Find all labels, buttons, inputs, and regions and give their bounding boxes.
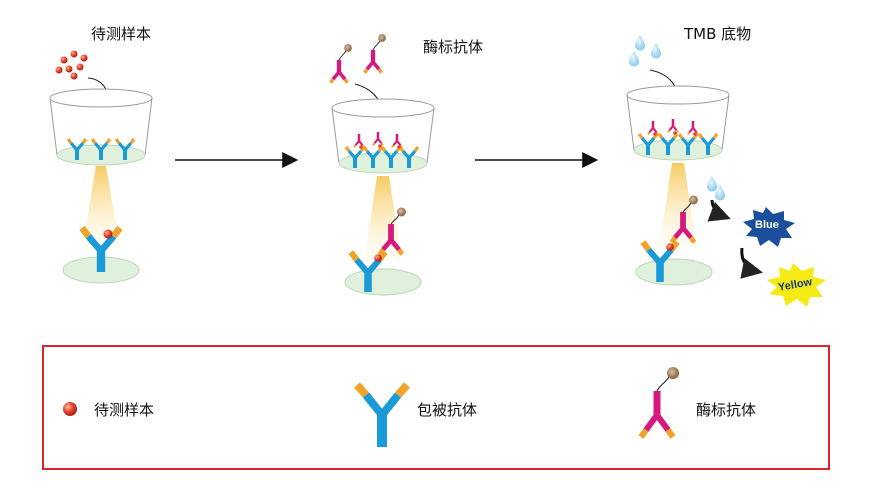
step3-label: TMB 底物 <box>684 25 752 43</box>
reaction-arrow-2 <box>740 247 763 279</box>
legend-label-sample: 待测样本 <box>94 401 155 419</box>
blue-burst <box>743 207 795 247</box>
coated-antibody-icon <box>354 382 410 447</box>
enzyme-antibodies-drop <box>328 34 386 85</box>
zoom-detail-3 <box>635 176 725 286</box>
well-1 <box>49 88 153 166</box>
reaction-arrow-1 <box>707 199 731 222</box>
step1-group <box>49 50 153 284</box>
step2-label: 酶标抗体 <box>423 38 484 56</box>
yellow-burst <box>767 263 826 307</box>
legend-label-enzyme-antibody: 酶标抗体 <box>696 401 757 419</box>
zoom-beam <box>659 163 697 250</box>
sample-dot-icon <box>63 402 77 416</box>
step2-group <box>328 34 435 296</box>
legend-box: 待测样本 包被抗体 酶标抗体 <box>42 345 830 470</box>
legend-label-coated-antibody: 包被抗体 <box>417 401 478 419</box>
zoom-detail-2 <box>344 207 422 296</box>
well-2 <box>331 98 435 174</box>
legend-icons <box>63 367 679 447</box>
step1-label: 待测样本 <box>91 25 152 43</box>
zoom-detail-1 <box>62 228 140 284</box>
zoom-beam <box>82 166 120 250</box>
blue-burst-label: Blue <box>755 219 779 231</box>
well-3 <box>626 85 730 161</box>
enzyme-antibody-icon <box>638 367 679 439</box>
sample-dots-cluster <box>55 50 88 80</box>
step3-group <box>626 35 826 307</box>
tmb-drops <box>629 35 661 67</box>
